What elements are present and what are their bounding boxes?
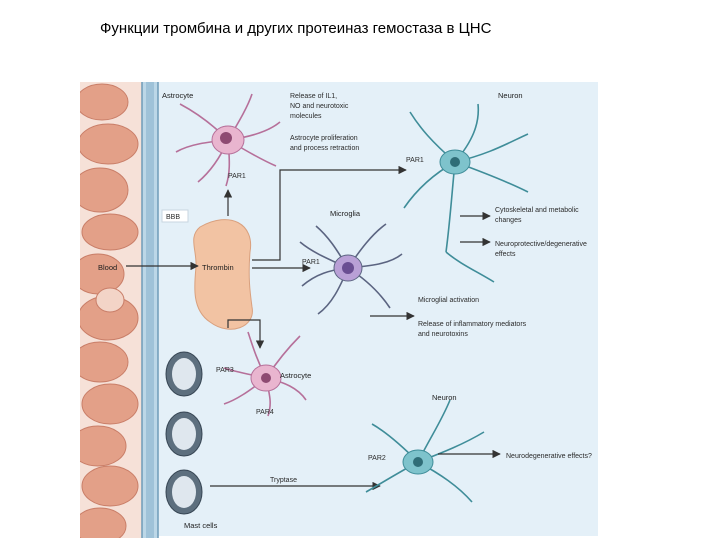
label-thrombin: Thrombin xyxy=(202,263,234,272)
arrow-thrombin-astrocyte-bottom xyxy=(227,319,265,349)
label-bbb: BBB xyxy=(166,214,180,221)
label-par1-astrocyte: PAR1 xyxy=(228,173,246,180)
label-neuroprot-l1: Neuroprotective/degenerative xyxy=(495,241,587,248)
label-par1-neuron: PAR1 xyxy=(406,157,424,164)
label-par4: PAR4 xyxy=(256,409,274,416)
thrombin-cns-diagram: BBB Thrombin Blood Astrocyte PAR1 Releas… xyxy=(80,82,598,538)
label-astrocyte-bottom: Astrocyte xyxy=(280,371,311,380)
label-cyto-l1: Cytoskeletal and metabolic xyxy=(495,207,579,214)
slide-title: Функции тромбина и других протеиназ гемо… xyxy=(100,20,492,37)
label-neuroprot-l2: effects xyxy=(495,251,516,258)
vessel-wall xyxy=(141,82,159,538)
arrow-thrombin-neuron xyxy=(252,165,407,261)
label-cyto-l2: changes xyxy=(495,217,522,224)
red-blood-cells xyxy=(80,82,142,538)
label-neuron-top: Neuron xyxy=(498,91,523,100)
label-inflam-l1: Release of inflammatory mediators xyxy=(418,321,527,328)
label-astro-prolif-l1: Astrocyte proliferation xyxy=(290,135,358,142)
label-astro-prolif-l2: and process retraction xyxy=(290,145,359,152)
label-inflam-l2: and neurotoxins xyxy=(418,331,468,338)
label-astrocyte-top: Astrocyte xyxy=(162,91,193,100)
label-blood: Blood xyxy=(98,263,117,272)
label-par1-microglia: PAR1 xyxy=(302,259,320,266)
label-neurodegen: Neurodegenerative effects? xyxy=(506,453,592,460)
label-release-il1-l1: Release of IL1, xyxy=(290,93,337,100)
label-tryptase: Tryptase xyxy=(270,477,297,484)
label-par2: PAR2 xyxy=(368,455,386,462)
thrombin-blob xyxy=(193,219,253,330)
label-mast-cells: Mast cells xyxy=(184,521,218,530)
label-release-il1-l3: molecules xyxy=(290,113,322,120)
label-microglial-activation: Microglial activation xyxy=(418,297,479,304)
label-microglia: Microglia xyxy=(330,209,361,218)
label-neuron-bottom: Neuron xyxy=(432,393,457,402)
mast-cells xyxy=(165,351,203,515)
label-release-il1-l2: NO and neurotoxic xyxy=(290,103,349,110)
label-par3: PAR3 xyxy=(216,367,234,374)
